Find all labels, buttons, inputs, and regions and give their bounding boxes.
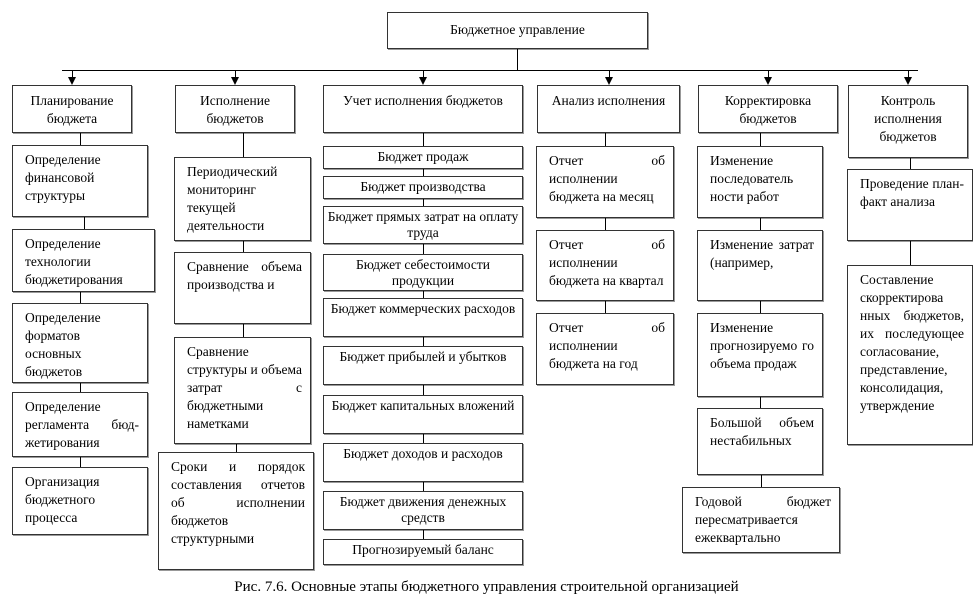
connector <box>605 133 606 146</box>
connector <box>423 291 424 298</box>
connector <box>423 434 424 443</box>
stage-item: Отчет об исполнении бюджета на квартал <box>536 230 674 301</box>
stage-item: Проведение план-факт анализа <box>847 169 973 241</box>
connector <box>605 218 606 230</box>
connector <box>760 397 761 408</box>
arrow-down-icon <box>419 77 427 85</box>
connector <box>423 482 424 491</box>
stage-item: Сравнение объема производства и <box>174 252 311 324</box>
stage-item: Определение регламента бюд-жетирования <box>12 392 148 457</box>
column-header: Анализ исполнения <box>537 85 680 133</box>
stage-item: Большой объем нестабильных <box>697 408 823 475</box>
connector <box>760 301 761 313</box>
arrow-down-icon <box>764 77 772 85</box>
connector <box>605 301 606 313</box>
stage-item: Периодический мониторинг текущей деятель… <box>174 157 311 241</box>
connector <box>910 241 911 265</box>
stage-item: Изменение затрат (например, <box>697 230 823 301</box>
stage-item: Сравнение структуры и объема затрат с бю… <box>174 337 311 444</box>
stage-item: Бюджет капитальных вложений <box>323 395 523 434</box>
connector <box>910 158 911 169</box>
connector <box>72 70 73 78</box>
connector <box>84 217 85 229</box>
connector <box>243 324 244 337</box>
connector <box>423 70 424 78</box>
stage-item: Изменение последователь ности работ <box>697 146 823 218</box>
connector <box>768 70 769 78</box>
connector <box>423 530 424 539</box>
connector <box>80 133 81 145</box>
connector <box>908 70 909 78</box>
column-header: Исполнение бюджетов <box>175 85 295 133</box>
column-header: Учет исполнения бюджетов <box>323 85 523 133</box>
stage-item: Бюджет коммерческих расходов <box>323 298 523 337</box>
connector <box>423 169 424 176</box>
arrow-down-icon <box>605 77 613 85</box>
stage-item: Прогнозируемый баланс <box>323 539 523 565</box>
stage-item: Бюджет производства <box>323 176 523 199</box>
connector <box>80 383 81 392</box>
stage-item: Бюджет продаж <box>323 146 523 169</box>
column-header: Корректировка бюджетов <box>698 85 838 133</box>
connector <box>423 199 424 206</box>
figure-caption: Рис. 7.6. Основные этапы бюджетного упра… <box>234 579 739 595</box>
stage-item: Организация бюджетного процесса <box>12 467 148 535</box>
connector <box>235 70 236 78</box>
stage-item: Отчет об исполнении бюджета на месяц <box>536 146 674 218</box>
stage-item: Бюджет прибылей и убытков <box>323 346 523 385</box>
connector <box>760 218 761 230</box>
connector <box>760 133 761 146</box>
connector <box>243 133 244 157</box>
connector <box>80 457 81 467</box>
column-header: Планирование бюджета <box>12 85 132 133</box>
connector <box>236 444 237 452</box>
connector <box>243 241 244 252</box>
connector <box>62 70 918 71</box>
connector <box>80 292 81 303</box>
stage-item: Определение технологии бюджетирования <box>12 229 155 292</box>
connector <box>423 244 424 254</box>
arrow-down-icon <box>904 77 912 85</box>
stage-item: Определение финансовой структуры <box>12 145 148 217</box>
stage-item: Составление скорректирова нных бюджетов,… <box>847 265 973 445</box>
connector <box>423 337 424 346</box>
stage-item: Бюджет прямых затрат на оплату труда <box>323 206 523 244</box>
connector <box>423 133 424 146</box>
stage-item: Определение форматов основных бюджетов <box>12 303 148 383</box>
connector <box>609 70 610 78</box>
stage-item: Изменение прогнозируемо го объема продаж <box>697 313 823 397</box>
arrow-down-icon <box>231 77 239 85</box>
root-box: Бюджетное управление <box>387 12 648 49</box>
column-header: Контроль исполнения бюджетов <box>848 85 968 158</box>
stage-item: Бюджет движения денежных средств <box>323 491 523 530</box>
stage-item: Бюджет доходов и расходов <box>323 443 523 482</box>
stage-item: Годовой бюджет пересматривается ежекварт… <box>682 487 840 553</box>
stage-item: Сроки и порядок составления отчетов об и… <box>158 452 314 570</box>
connector <box>517 49 518 70</box>
connector <box>761 475 762 487</box>
stage-item: Бюджет себестоимости продукции <box>323 254 523 291</box>
arrow-down-icon <box>68 77 76 85</box>
stage-item: Отчет об исполнении бюджета на год <box>536 313 674 385</box>
connector <box>423 385 424 395</box>
